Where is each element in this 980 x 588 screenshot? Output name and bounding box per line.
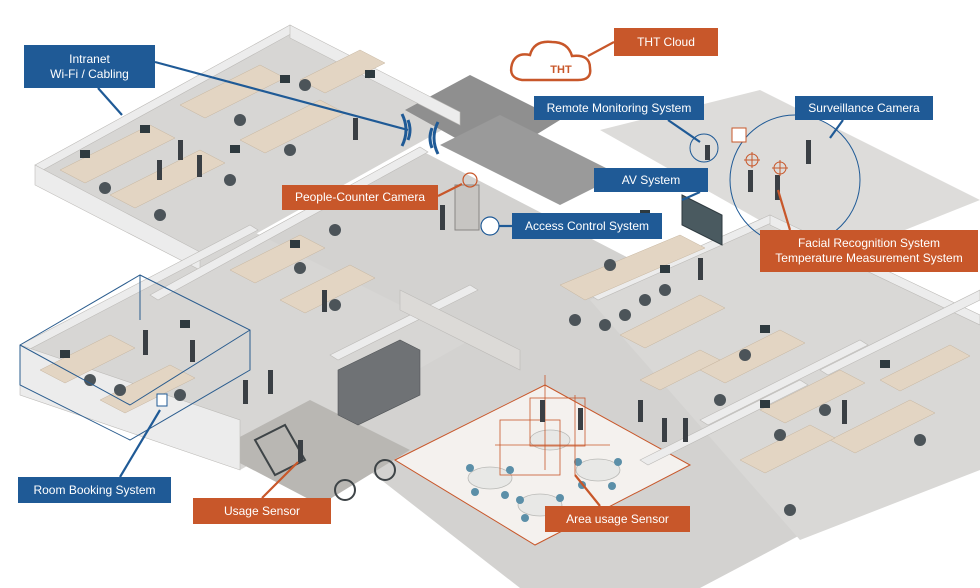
cloud-logo-text: THT xyxy=(550,64,572,76)
temperature-measurement-line: Temperature Measurement System xyxy=(775,251,963,265)
access-control-reader-icon xyxy=(480,216,500,236)
area-sensor-grid xyxy=(495,375,610,476)
desks xyxy=(39,49,971,474)
remote-monitoring-system-label: Remote Monitoring System xyxy=(534,96,704,120)
av-screen xyxy=(681,194,723,246)
callout-leaders xyxy=(97,41,844,507)
av-system-label: AV System xyxy=(594,168,708,192)
tht-cloud-label: THT Cloud xyxy=(614,28,718,56)
intranet-label-line-2: Wi-Fi / Cabling xyxy=(50,66,129,81)
intranet-label-line-1: Intranet xyxy=(69,51,110,66)
room-booking-system-label: Room Booking System xyxy=(18,477,171,503)
remote-monitoring-circle xyxy=(689,133,719,163)
usage-sensor-label: Usage Sensor xyxy=(193,498,331,524)
meeting-room-glass xyxy=(19,274,251,441)
door-frame xyxy=(454,184,480,231)
gym-area xyxy=(215,400,410,505)
server-racks xyxy=(337,339,421,426)
cafe-area xyxy=(393,384,692,546)
gray-core-block-2 xyxy=(440,115,620,205)
upper-left-floor xyxy=(35,30,460,265)
people-counter-camera-icon xyxy=(462,172,478,188)
area-usage-sensor-label: Area usage Sensor xyxy=(545,506,690,532)
cloud-icon xyxy=(509,40,592,82)
monitors xyxy=(60,70,890,408)
monitoring-sign xyxy=(731,127,747,143)
chairs xyxy=(84,79,926,516)
crosshair-icons xyxy=(744,152,788,176)
facial-recognition-line: Facial Recognition System xyxy=(797,236,941,250)
intranet-wifi-cabling-label: Intranet Wi-Fi / Cabling xyxy=(24,45,155,88)
gym-equipment xyxy=(253,423,396,501)
people-counter-camera-label: People-Counter Camera xyxy=(282,185,438,210)
room-panel-icon xyxy=(156,393,168,407)
upper-right-floor xyxy=(600,90,980,260)
surveillance-camera-label: Surveillance Camera xyxy=(795,96,933,120)
people xyxy=(143,118,847,462)
facial-temperature-system-label: Facial Recognition System Temperature Me… xyxy=(760,230,978,272)
access-control-system-label: Access Control System xyxy=(512,213,662,239)
